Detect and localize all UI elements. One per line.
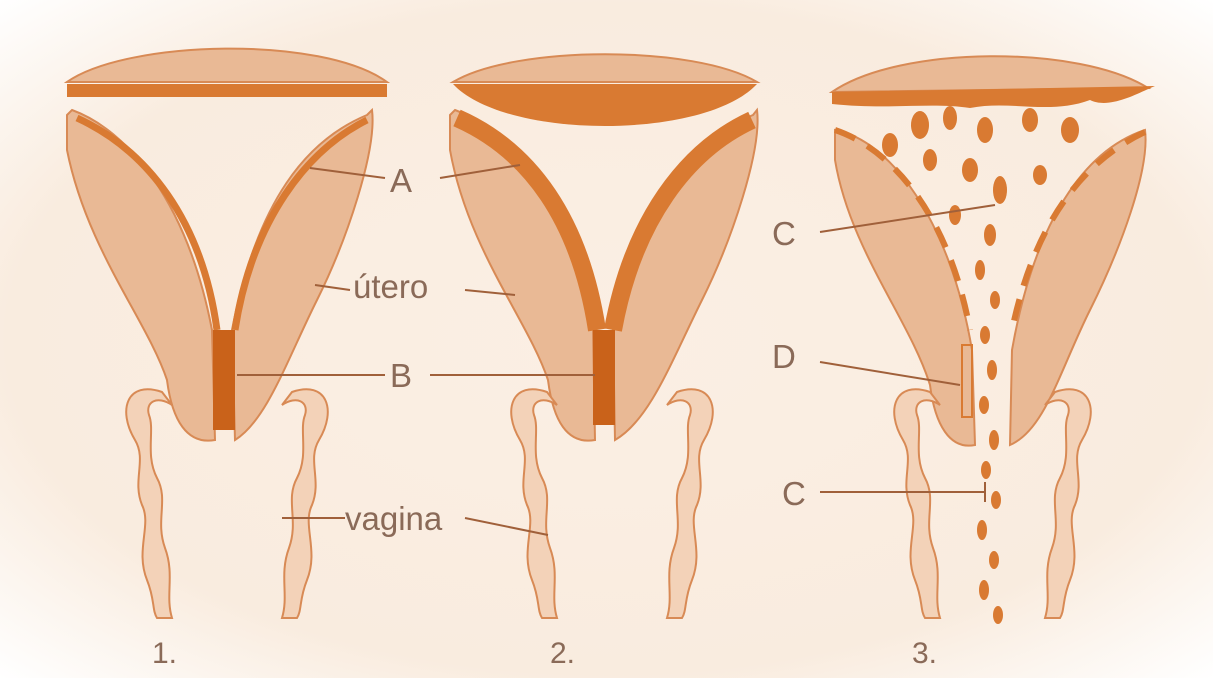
panel-number: 3. bbox=[912, 637, 937, 670]
label-a: A bbox=[390, 162, 412, 199]
label-utero: útero bbox=[353, 268, 428, 305]
panel-1: 1. bbox=[67, 49, 387, 670]
label-b: B bbox=[390, 357, 412, 394]
panel-number: 2. bbox=[550, 637, 575, 670]
label-c-lower: C bbox=[782, 475, 806, 512]
label-d: D bbox=[772, 338, 796, 375]
panel-number: 1. bbox=[152, 637, 177, 670]
panel-3: 3. bbox=[832, 56, 1155, 670]
panel-2: 2. bbox=[450, 54, 758, 670]
label-vagina: vagina bbox=[345, 500, 443, 537]
label-c-upper: C bbox=[772, 215, 796, 252]
